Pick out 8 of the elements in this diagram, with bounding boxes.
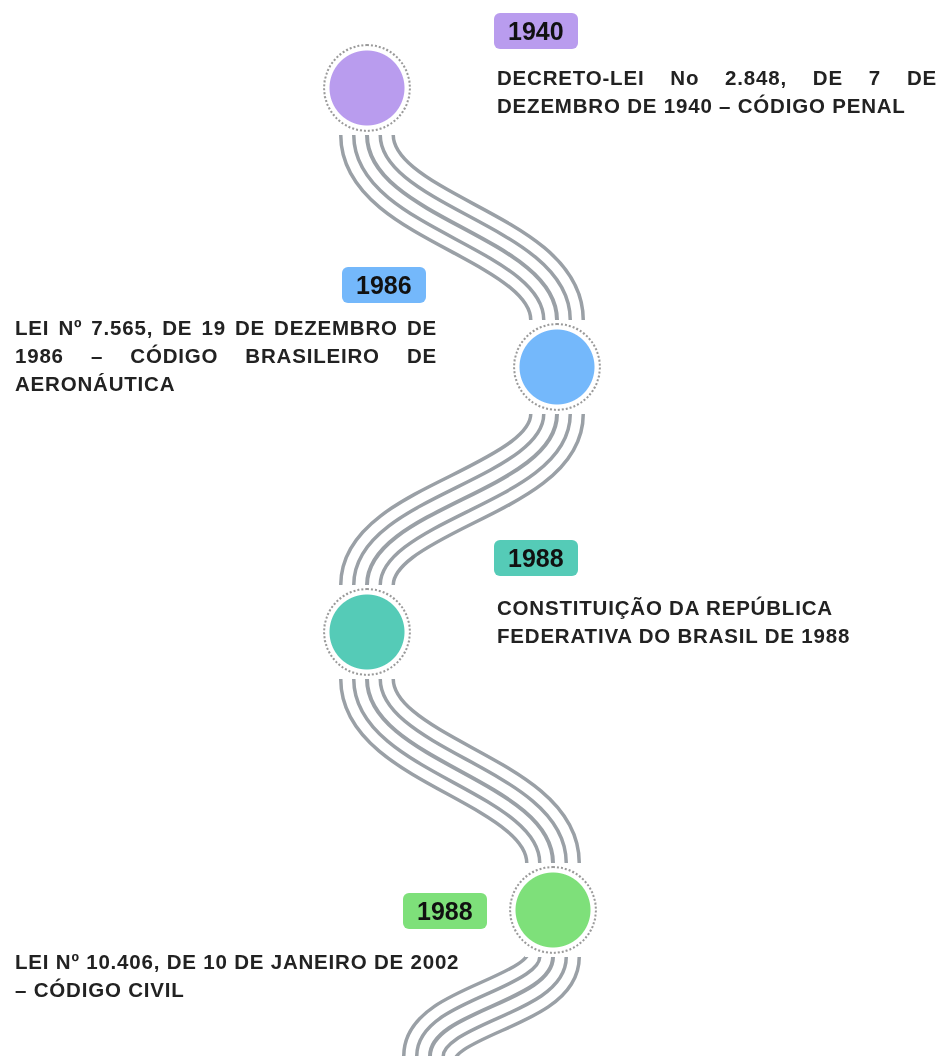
year-badge: 1988 (494, 540, 578, 576)
event-description: CONSTITUIÇÃO DA REPÚBLICA FEDERATIVA DO BRASIL DE 1988 (497, 595, 852, 649)
year-badge: 1988 (403, 893, 487, 929)
event-description: DECRETO-LEI No 2.848, DE 7 DE DEZEMBRO DE 1940 – CÓDIGO PENAL (497, 65, 937, 119)
year-badge: 1940 (494, 13, 578, 49)
event-description: LEI Nº 7.565, DE 19 DE DEZEMBRO DE 1986 – CÓDIGO BRASILEIRO DE AERONÁUTICA (15, 315, 437, 397)
event-description: LEI Nº 10.406, DE 10 DE JANEIRO DE 2002 – CÓDIGO CIVIL (15, 949, 460, 1003)
year-badge: 1986 (342, 267, 426, 303)
